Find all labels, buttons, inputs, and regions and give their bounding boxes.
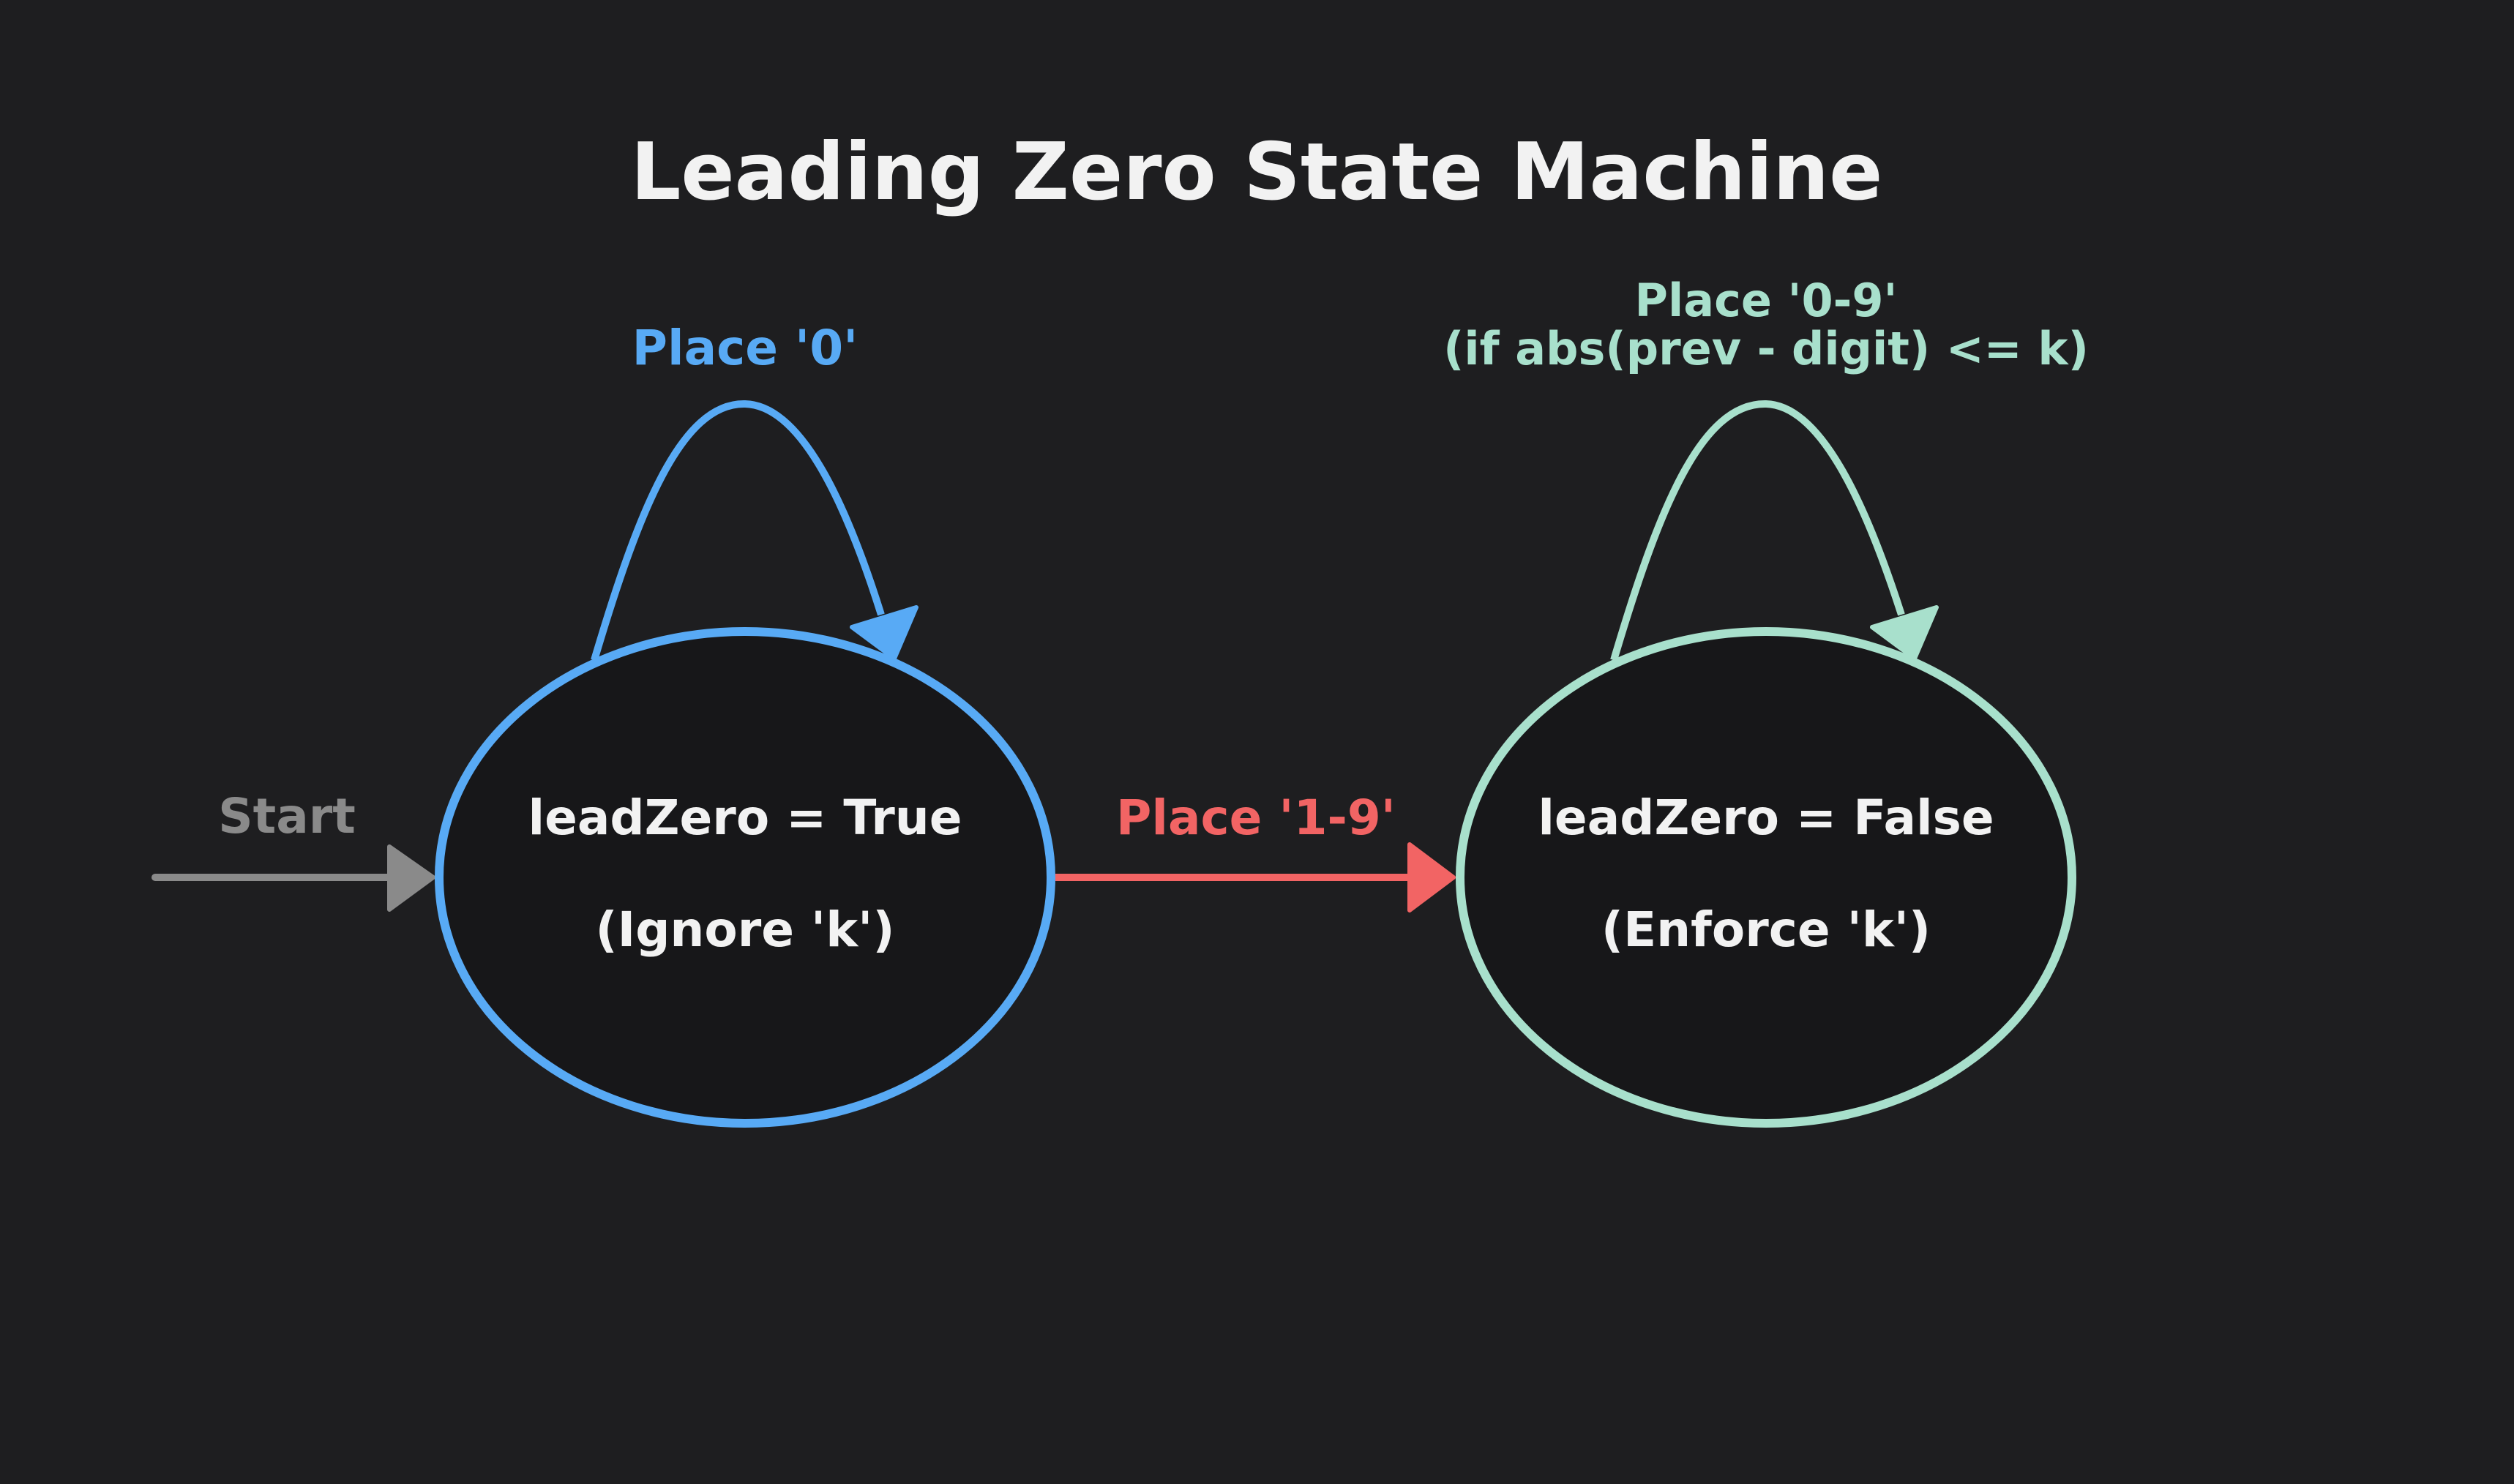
state-lead-true-label: leadZero = True [528, 790, 962, 846]
start-label: Start [218, 788, 356, 844]
transition-arrow [1055, 842, 1456, 912]
state-lead-false [1456, 627, 2076, 1128]
state-lead-false-label: leadZero = False [1538, 790, 1994, 846]
self-loop-label-lead-false-line1: Place '0-9' [1635, 274, 1898, 327]
start-arrow [151, 844, 435, 912]
self-loop-lead-false [1610, 400, 1939, 662]
diagram-title: Leading Zero State Machine [631, 127, 1883, 218]
state-lead-true [435, 627, 1055, 1128]
state-lead-true-sublabel: (Ignore 'k') [595, 902, 894, 958]
self-loop-label-lead-true: Place '0' [632, 320, 858, 376]
transition-label: Place '1-9' [1116, 790, 1396, 846]
state-lead-false-sublabel: (Enforce 'k') [1601, 902, 1931, 958]
self-loop-lead-true [591, 400, 919, 662]
self-loop-label-lead-false-line2: (if abs(prev - digit) <= k) [1443, 322, 2089, 375]
